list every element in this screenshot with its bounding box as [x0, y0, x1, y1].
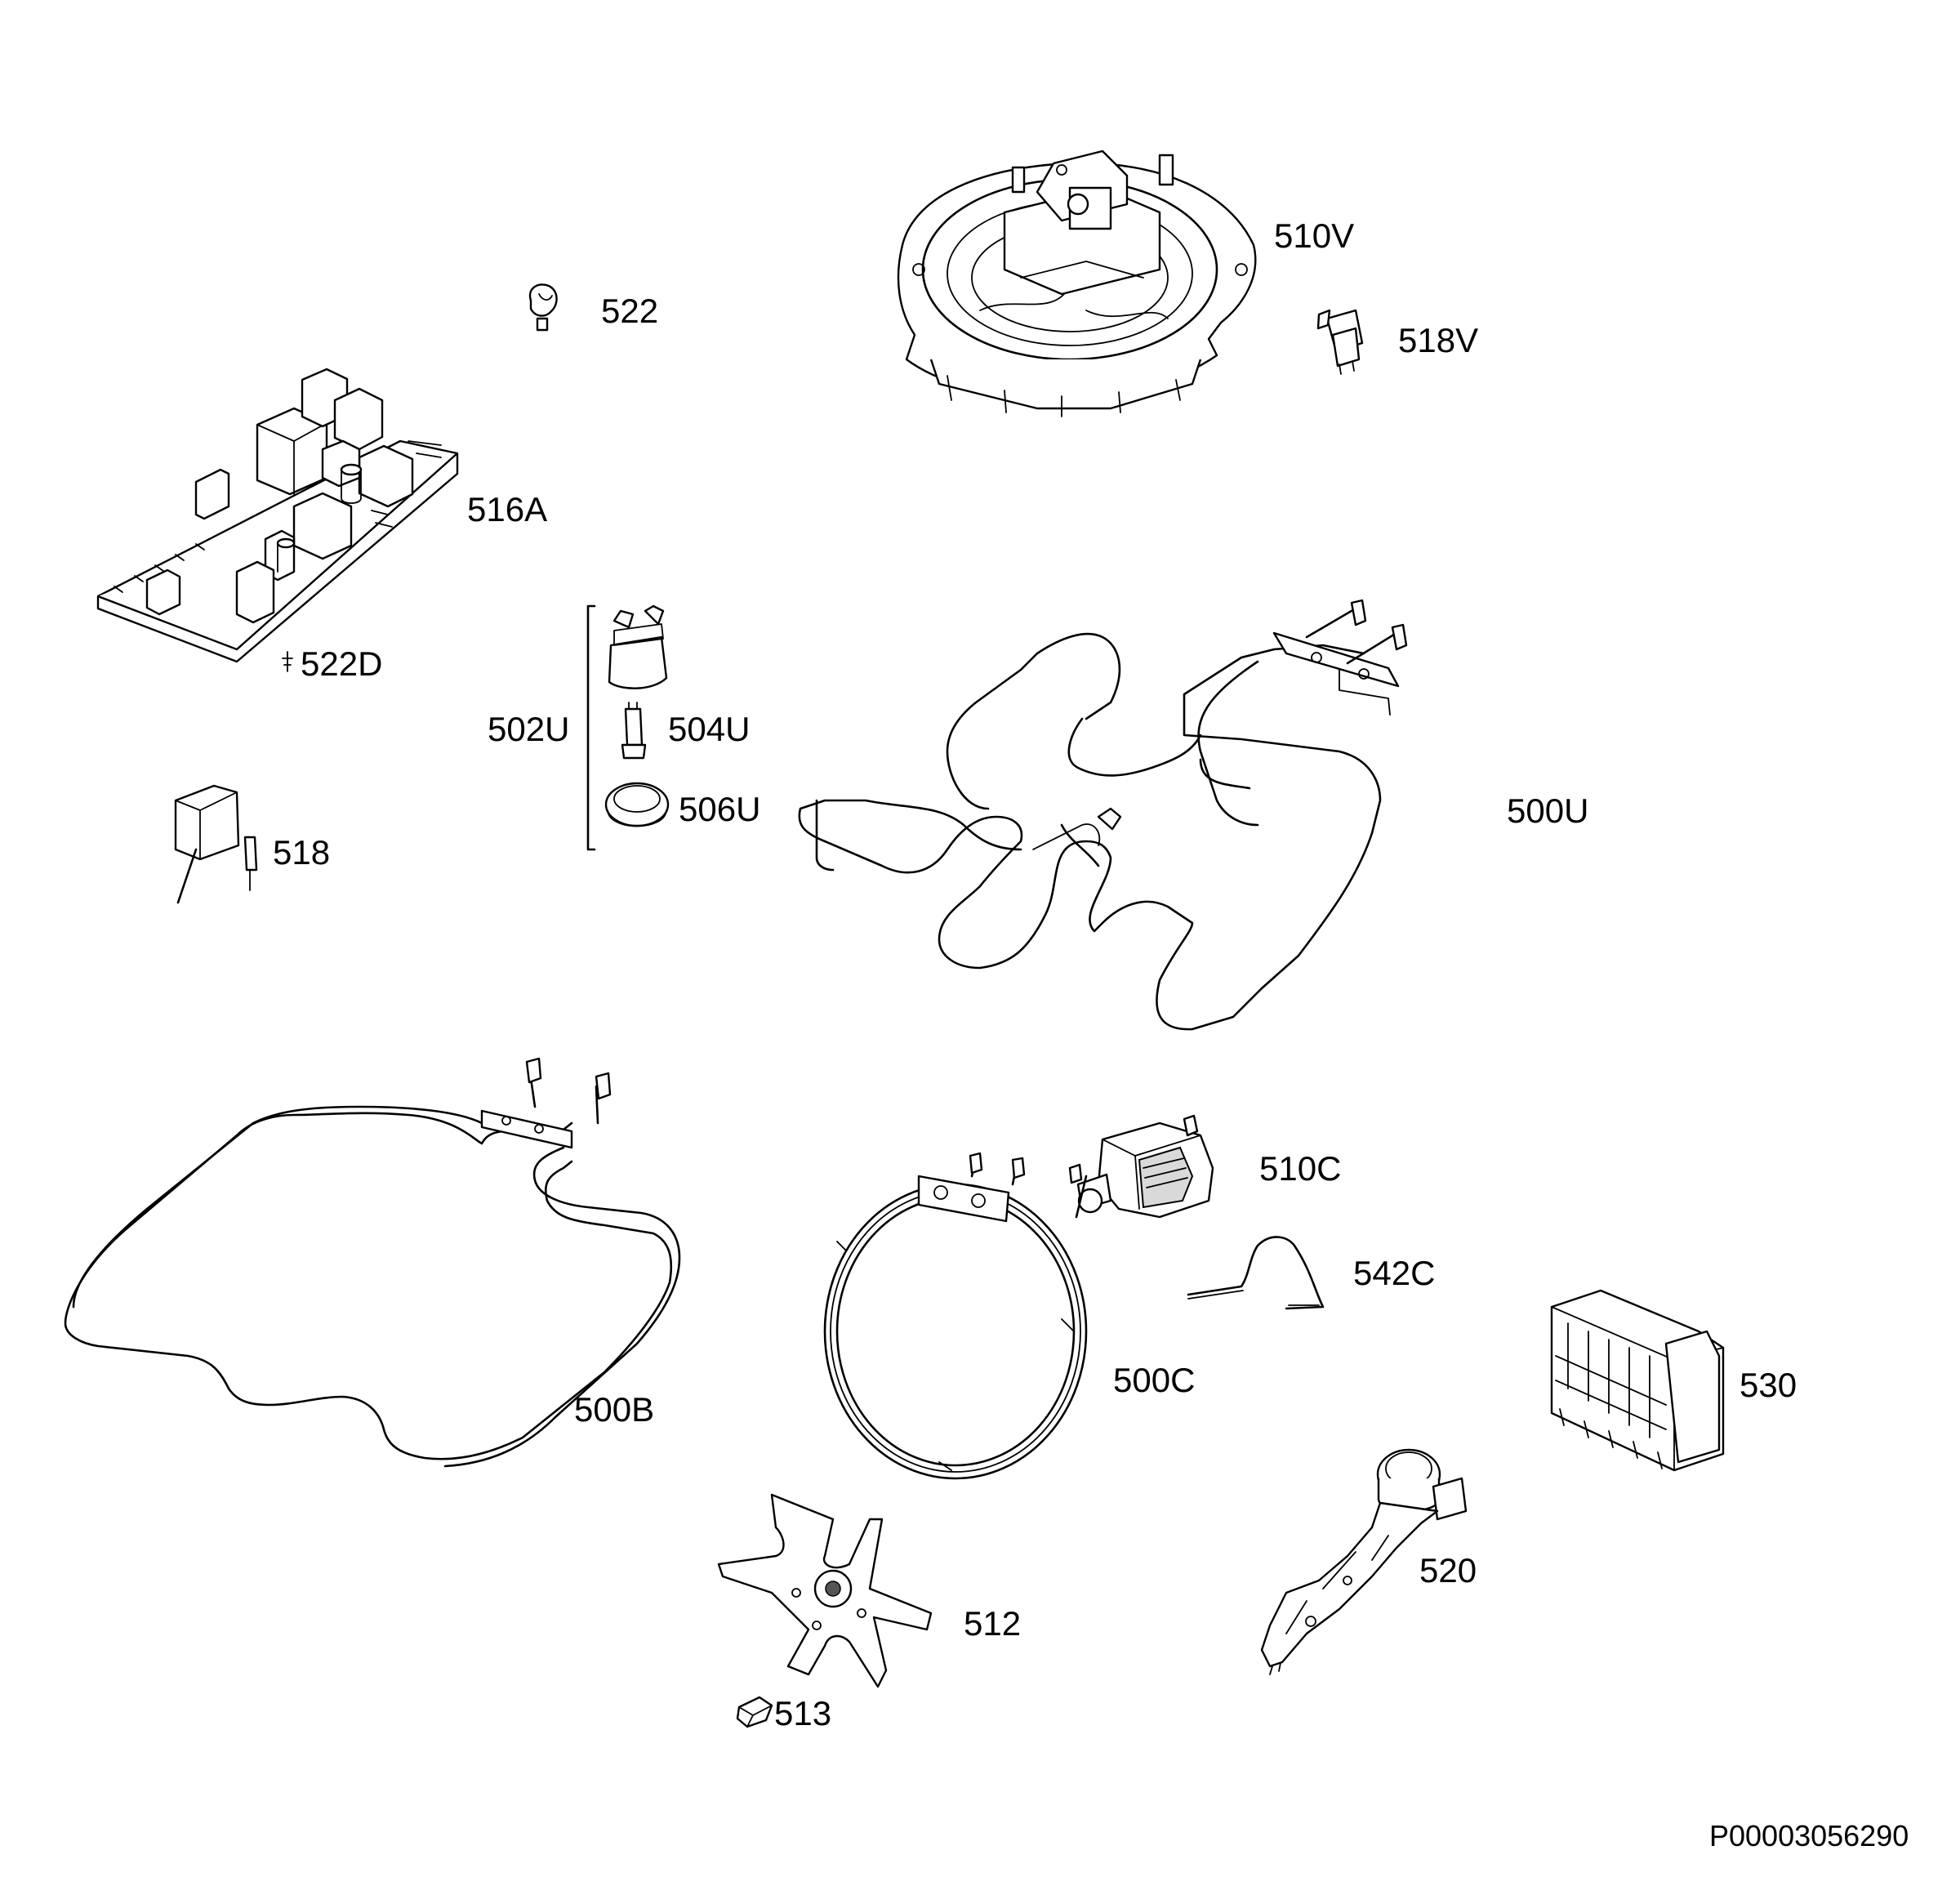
- part-label-542C: 542C: [1353, 1254, 1436, 1292]
- part-label-518V: 518V: [1398, 321, 1479, 359]
- part-512-fan-blade: [717, 1493, 933, 1688]
- part-513-nut: [736, 1696, 773, 1728]
- part-518-switch: [174, 784, 258, 904]
- part-522-clip: [528, 283, 558, 332]
- part-label-502U: 502U: [488, 710, 570, 748]
- part-lamp-504U: [621, 702, 647, 760]
- part-label-530: 530: [1740, 1366, 1797, 1404]
- part-label-510C: 510C: [1259, 1149, 1342, 1188]
- part-label-516A: 516A: [467, 490, 548, 528]
- part-518V-thermostat: [1316, 309, 1364, 375]
- part-510V-fan-assembly: [897, 149, 1257, 417]
- part-label-520: 520: [1419, 1551, 1477, 1589]
- part-530-switch-block: [1550, 1289, 1725, 1472]
- part-lamp-glass-506U: [604, 782, 670, 827]
- part-label-513: 513: [774, 1694, 832, 1732]
- part-label-504U: 504U: [668, 710, 751, 748]
- part-510C-motor: [1068, 1114, 1214, 1219]
- document-id: P00003056290: [1709, 1819, 1909, 1852]
- part-label-518: 518: [273, 833, 331, 872]
- part-label-500C: 500C: [1113, 1361, 1196, 1399]
- part-label-506U: 506U: [679, 790, 761, 828]
- part-500U-grill-element: [798, 599, 1408, 1031]
- part-522D-pin: [282, 651, 293, 672]
- part-label-512: 512: [964, 1604, 1022, 1643]
- part-500C-circular-element: [823, 1152, 1088, 1480]
- part-520-thermostat: [1260, 1448, 1468, 1675]
- part-542C-wire: [1187, 1236, 1325, 1310]
- bracket-502U: [586, 604, 596, 851]
- part-516A-control-board: [96, 368, 459, 663]
- part-label-522D: 522D: [301, 644, 383, 683]
- part-label-500U: 500U: [1507, 791, 1589, 830]
- part-lamp-holder-502U: [608, 604, 668, 689]
- part-500B-bottom-element: [64, 1057, 681, 1468]
- part-label-510V: 510V: [1274, 216, 1355, 255]
- part-label-522: 522: [601, 292, 659, 330]
- part-label-500B: 500B: [574, 1390, 655, 1429]
